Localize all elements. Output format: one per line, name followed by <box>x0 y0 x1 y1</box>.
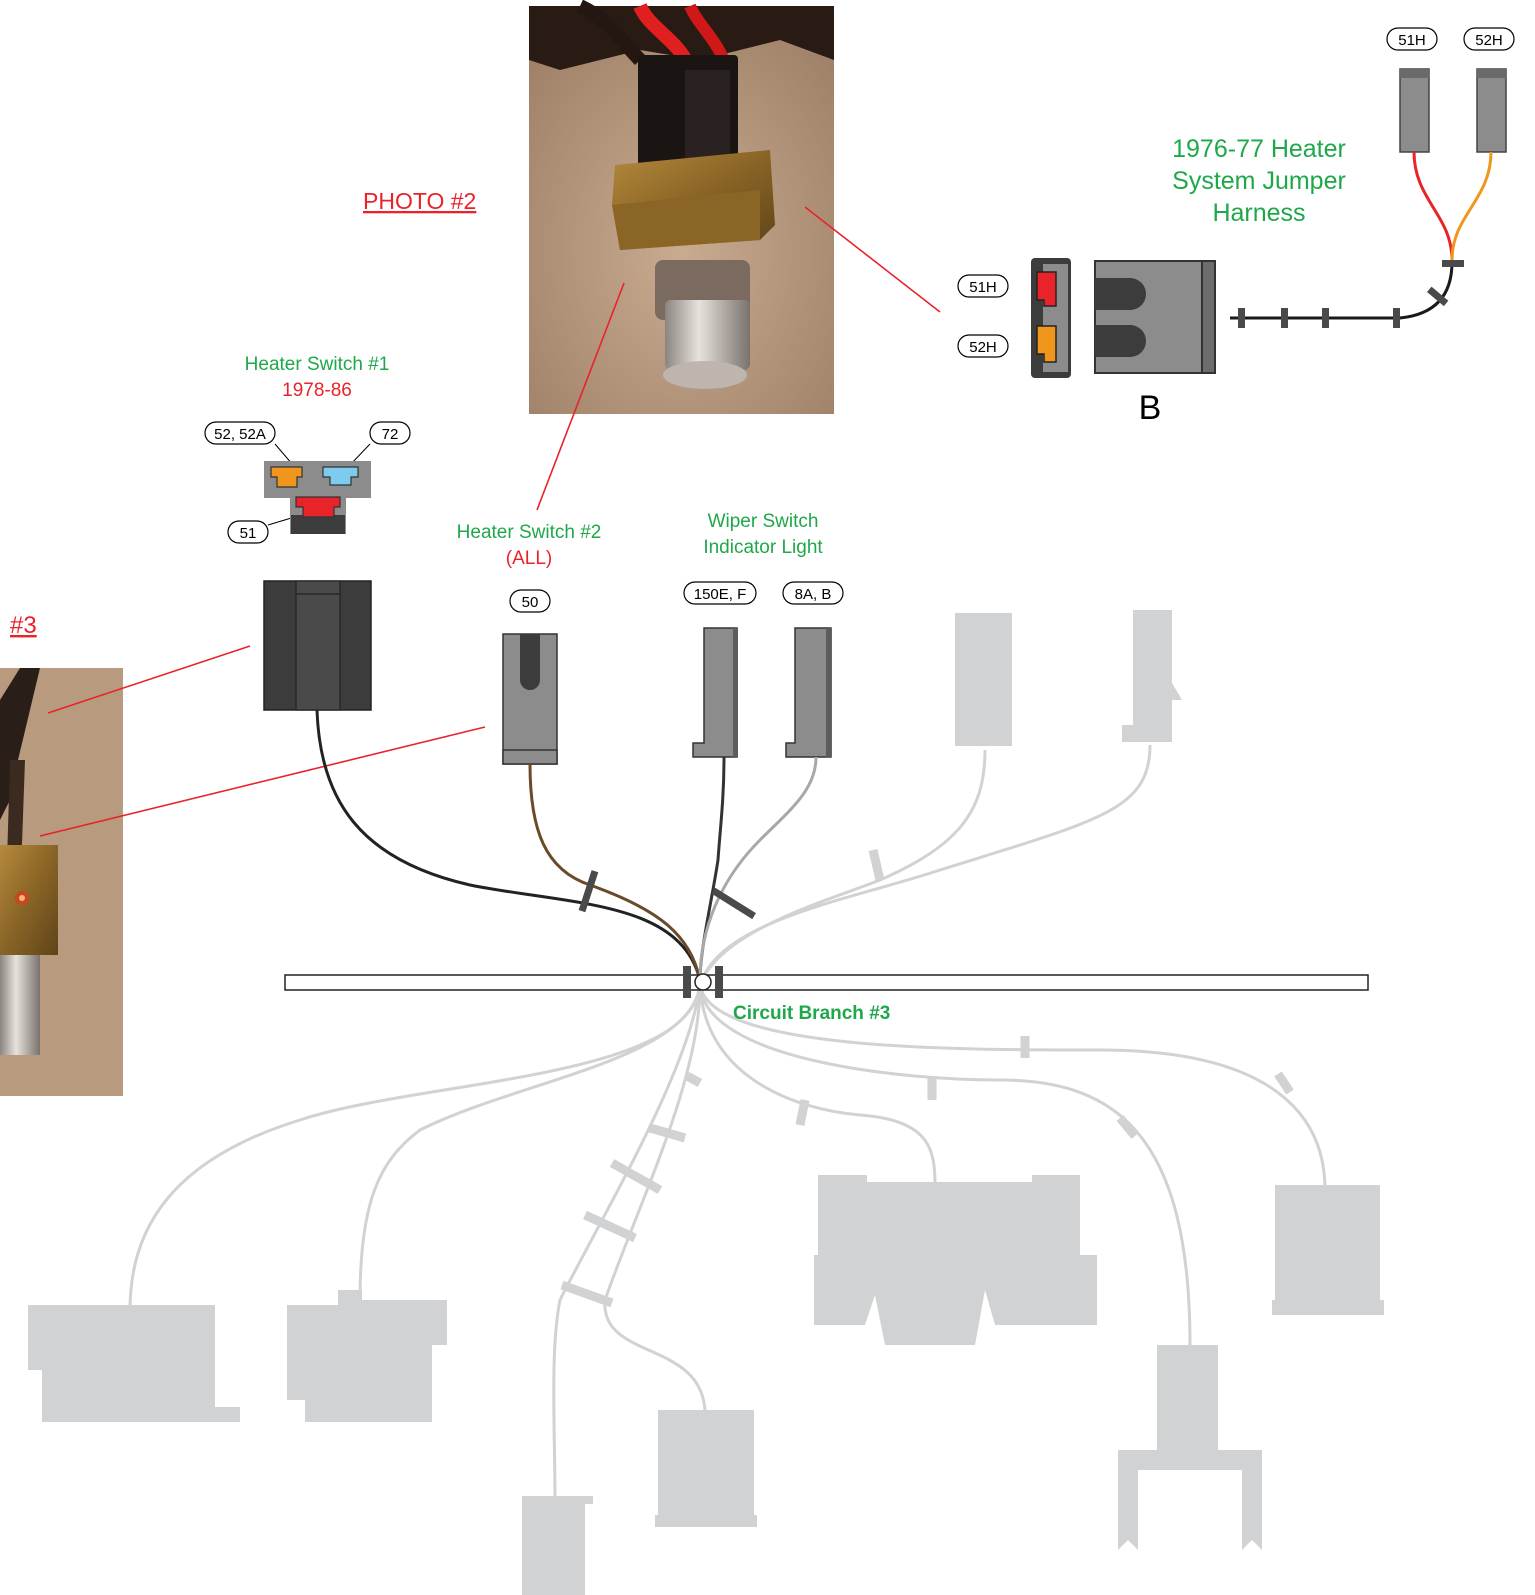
svg-text:8A, B: 8A, B <box>795 586 832 603</box>
jumper-connector-b <box>1031 258 1216 378</box>
svg-text:51H: 51H <box>1398 32 1426 49</box>
pin-label-b-51h: 51H <box>957 274 1009 298</box>
pin-label-jumper-52h: 52H <box>1463 27 1515 51</box>
heater-switch-2-years: (ALL) <box>506 548 552 569</box>
jumper-title-line1: 1976-77 Heater <box>1172 135 1346 163</box>
photo-2-image <box>529 0 834 414</box>
jumper-wires <box>1230 151 1493 320</box>
active-wires <box>315 709 818 981</box>
heater-switch-1-title: Heater Switch #1 <box>245 354 390 375</box>
heater-switch-2-connector <box>502 633 558 765</box>
svg-text:51H: 51H <box>969 279 997 296</box>
svg-text:50: 50 <box>522 594 539 611</box>
svg-text:52, 52A: 52, 52A <box>214 426 266 443</box>
circuit-branch-label: Circuit Branch #3 <box>733 1003 890 1024</box>
heater-switch-1-connector <box>263 580 372 711</box>
pin-label-hs2-50: 50 <box>509 589 551 613</box>
svg-text:52H: 52H <box>1475 32 1503 49</box>
pin-label-b-52h: 52H <box>957 334 1009 358</box>
pin-label-hs1-52: 52, 52A <box>204 421 276 445</box>
photo-2-label: PHOTO #2 <box>363 188 476 214</box>
active-clips <box>578 870 756 920</box>
pin-label-hs1-72: 72 <box>369 421 411 445</box>
wiper-connector-150 <box>692 627 738 758</box>
jumper-terminal-51h <box>1399 68 1430 153</box>
connector-b-label: B <box>1139 389 1162 427</box>
jumper-title-line3: Harness <box>1212 199 1305 227</box>
circuit-branch-bar <box>284 966 1369 998</box>
pin-label-hs1-51: 51 <box>227 520 269 544</box>
jumper-title-line2: System Jumper <box>1172 167 1346 195</box>
svg-text:150E, F: 150E, F <box>694 586 747 603</box>
jumper-clips <box>1238 260 1464 328</box>
leader-lines <box>39 206 941 837</box>
wiper-title-line1: Wiper Switch <box>708 511 819 532</box>
pin-label-wiper-150: 150E, F <box>683 581 757 605</box>
wiper-connector-8a <box>785 627 832 758</box>
svg-text:72: 72 <box>382 426 399 443</box>
ghost-clips <box>560 848 1294 1308</box>
photo-3-label: #3 <box>10 612 37 639</box>
pin-label-wiper-8a: 8A, B <box>782 581 844 605</box>
wiper-title-line2: Indicator Light <box>703 537 823 558</box>
pin-label-jumper-51h: 51H <box>1386 27 1438 51</box>
ghost-connectors <box>28 610 1384 1595</box>
jumper-terminal-52h <box>1476 68 1507 153</box>
svg-text:52H: 52H <box>969 339 997 356</box>
heater-switch-2-title: Heater Switch #2 <box>457 522 602 543</box>
photo-3-image <box>0 668 123 1096</box>
svg-text:51: 51 <box>240 525 257 542</box>
heater-switch-1-face <box>264 443 371 534</box>
heater-switch-1-years: 1978-86 <box>282 380 352 401</box>
